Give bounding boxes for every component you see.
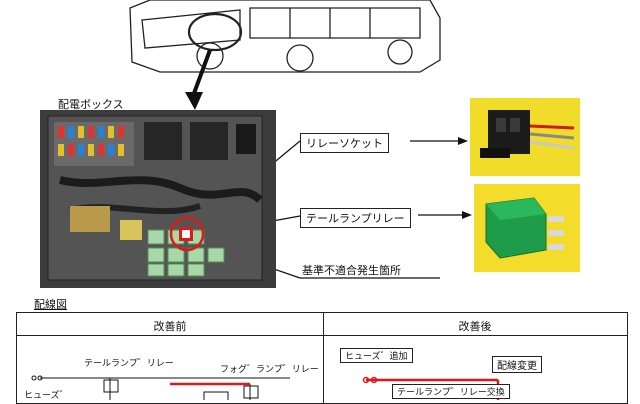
tail-lamp-relay-label: テールランプリレー xyxy=(300,208,411,228)
distribution-box-photo xyxy=(40,110,276,288)
wiring-diagram-title: 配線図 xyxy=(34,298,67,311)
table-header-divider xyxy=(17,335,627,336)
relay-socket-label: リレーソケット xyxy=(300,133,389,153)
after-header: 改善後 xyxy=(458,320,492,333)
distribution-box-label: 配電ボックス xyxy=(58,98,124,111)
after-relay-replace-label: テールランプ゛リレー交換 xyxy=(392,384,510,399)
relay-socket-photo xyxy=(470,98,580,176)
before-fuse-label: ヒューズ゛ xyxy=(24,391,69,401)
table-column-divider xyxy=(323,313,324,403)
tail-lamp-relay-photo xyxy=(474,184,580,272)
nonconformity-location-label: 基準不適合発生箇所 xyxy=(302,264,401,277)
before-header: 改善前 xyxy=(153,320,187,333)
before-tail-relay-label: テールランプ゛リレー xyxy=(84,359,174,369)
before-fog-relay-label: フォグ゛ランプ゛リレー xyxy=(220,365,319,375)
after-fuse-add-label: ヒューズ゛追加 xyxy=(340,348,413,363)
after-wiring-change-label: 配線変更 xyxy=(492,356,542,373)
